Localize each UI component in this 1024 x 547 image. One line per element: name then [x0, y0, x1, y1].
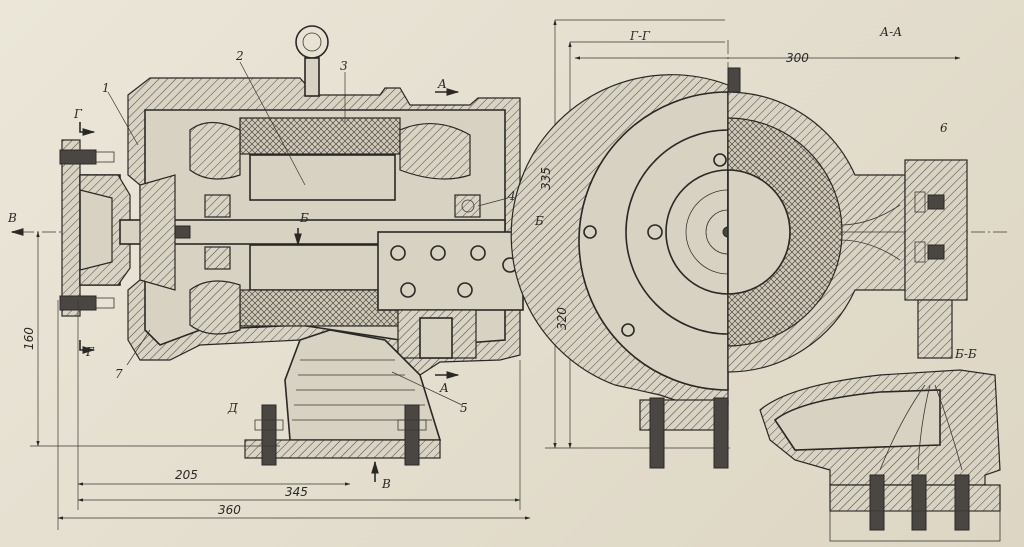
- winding-end-right-top: [399, 122, 471, 180]
- bearing-left-bottom: [204, 246, 231, 270]
- g-inner-left: [578, 91, 729, 391]
- callout-2: 2: [235, 49, 244, 63]
- terminal-studs: [390, 245, 518, 298]
- a-cable-gland: [917, 299, 953, 359]
- gland-bore: [419, 317, 453, 359]
- mark-a-top: A: [437, 77, 447, 91]
- dim-160: 160: [22, 327, 36, 350]
- b-cover: [829, 510, 1001, 542]
- terminal-box: [377, 231, 524, 311]
- mark-bsect-center: Б: [299, 211, 309, 225]
- base-plate: [244, 439, 441, 459]
- callout-4: 4: [507, 189, 516, 203]
- a-terminal-plate: [904, 159, 968, 301]
- g-foot-bolt-2: [713, 397, 729, 469]
- section-b-view: [759, 369, 1001, 542]
- callout-5: 5: [460, 401, 468, 415]
- callout-leaders: [107, 61, 509, 406]
- g-bolt-bottom: [621, 323, 635, 337]
- stator-core-top: [239, 117, 401, 155]
- dim-360: 360: [218, 503, 241, 517]
- a-rotor: [727, 169, 791, 295]
- b-wires: [879, 384, 963, 471]
- callout-1: 1: [102, 81, 110, 95]
- mark-g-bottom: Г: [85, 345, 95, 359]
- bearing-right: [454, 194, 481, 218]
- bearing-left-top: [204, 194, 231, 218]
- g-bolt-inner: [647, 224, 663, 240]
- b-terminal-studs: [869, 474, 970, 531]
- dim-345: 345: [285, 485, 308, 499]
- section-g-a-view: [510, 40, 1010, 469]
- oil-level-lines: [292, 359, 432, 421]
- main-section-view: [10, 25, 555, 482]
- rotor-lower: [249, 244, 396, 291]
- dim-205: 205: [175, 468, 198, 482]
- title-section-g: Г-Г: [629, 29, 651, 43]
- mark-g-top: Г: [73, 107, 83, 121]
- left-flange: [61, 139, 81, 317]
- bearing-ball: [461, 199, 475, 213]
- stator-core-bottom: [239, 289, 401, 327]
- g-bolt-left: [583, 225, 597, 239]
- g-bolt-top: [713, 153, 727, 167]
- winding-end-left-bottom: [189, 280, 241, 335]
- callout-6: 6: [940, 121, 948, 135]
- mark-a-bottom: A: [439, 381, 449, 395]
- foundation-bolts: [254, 404, 427, 466]
- oil-sump: [284, 329, 442, 441]
- a-terminal-studs: [914, 191, 945, 263]
- dim-335: 335: [539, 167, 553, 190]
- labels: 1 2 3 4 5 6 7 A A B B Б Б Г Г Д Г-Г А-А …: [7, 25, 977, 517]
- lifting-eye: [295, 25, 329, 97]
- title-section-b: Б-Б: [954, 347, 977, 361]
- dim-300: 300: [786, 51, 809, 65]
- inlet-nozzle-wall: [79, 174, 131, 286]
- callout-7: 7: [115, 367, 123, 381]
- mark-b-bottom: B: [381, 477, 391, 491]
- stator: [189, 117, 471, 335]
- rotor-upper: [249, 154, 396, 201]
- callout-3: 3: [340, 59, 348, 73]
- mark-d: Д: [227, 401, 238, 415]
- dim-320: 320: [555, 307, 569, 330]
- g-foot-bolt-1: [649, 397, 665, 469]
- impeller: [139, 174, 176, 291]
- mark-bsect-right: Б: [534, 214, 544, 228]
- title-section-a: А-А: [879, 25, 902, 39]
- a-cable-bundle: [839, 204, 905, 261]
- winding-end-left-top: [189, 121, 241, 180]
- mark-b-left: B: [7, 211, 17, 225]
- a-top-lug: [727, 67, 741, 93]
